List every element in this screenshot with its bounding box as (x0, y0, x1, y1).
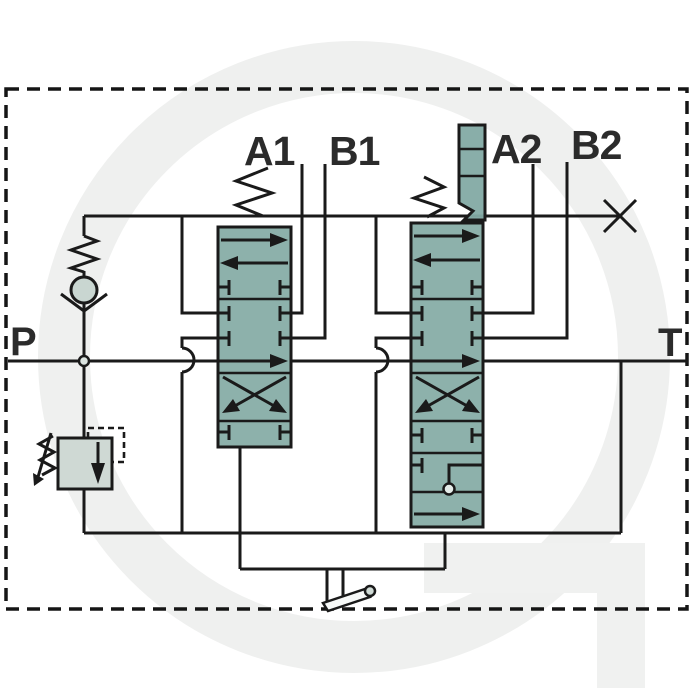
port-label-a1: A1 (244, 128, 295, 174)
watermark-stem (597, 543, 645, 688)
check-valve-spring (66, 234, 102, 274)
port-label-b2: B2 (571, 122, 622, 168)
detent-icon (457, 123, 487, 222)
relief-adjust-spring (35, 434, 59, 477)
junction-dot (77, 354, 91, 368)
plugged-port-icon (602, 198, 638, 234)
piping-lines (8, 162, 688, 571)
spool-valve-2 (409, 221, 485, 529)
b1-riser (291, 164, 327, 340)
check-valve-icon (60, 234, 108, 313)
line-hop (375, 346, 390, 374)
port-label-a2: A2 (491, 126, 542, 172)
watermark-logo (38, 41, 670, 688)
line-hop (181, 346, 196, 374)
centering-spring-icon (231, 166, 277, 218)
detent-body (457, 123, 487, 222)
enclosure-dashed-border (4, 87, 689, 611)
spool-valve-1 (216, 225, 293, 449)
hand-lever-icon (321, 569, 377, 613)
spool-valve-2-body (409, 221, 485, 529)
relief-pilot-dashed-line (86, 426, 126, 464)
valve2-feed-branch (374, 216, 411, 315)
valve1-feed-branch (180, 216, 218, 315)
a1-riser (291, 164, 304, 315)
relief-valve-icon (33, 426, 126, 491)
port-label-b1: B1 (329, 128, 380, 174)
port-label-t: T (658, 321, 682, 365)
b2-riser (483, 162, 569, 340)
lever-knob (363, 584, 377, 598)
check-valve-ball (69, 275, 99, 305)
centering-spring-icon (409, 175, 448, 219)
watermark-ring (38, 41, 670, 673)
port-label-p: P (10, 320, 36, 364)
kickout-pilot-dot (442, 482, 456, 496)
relief-flow-arrow (91, 463, 105, 484)
a2-riser (483, 164, 535, 315)
